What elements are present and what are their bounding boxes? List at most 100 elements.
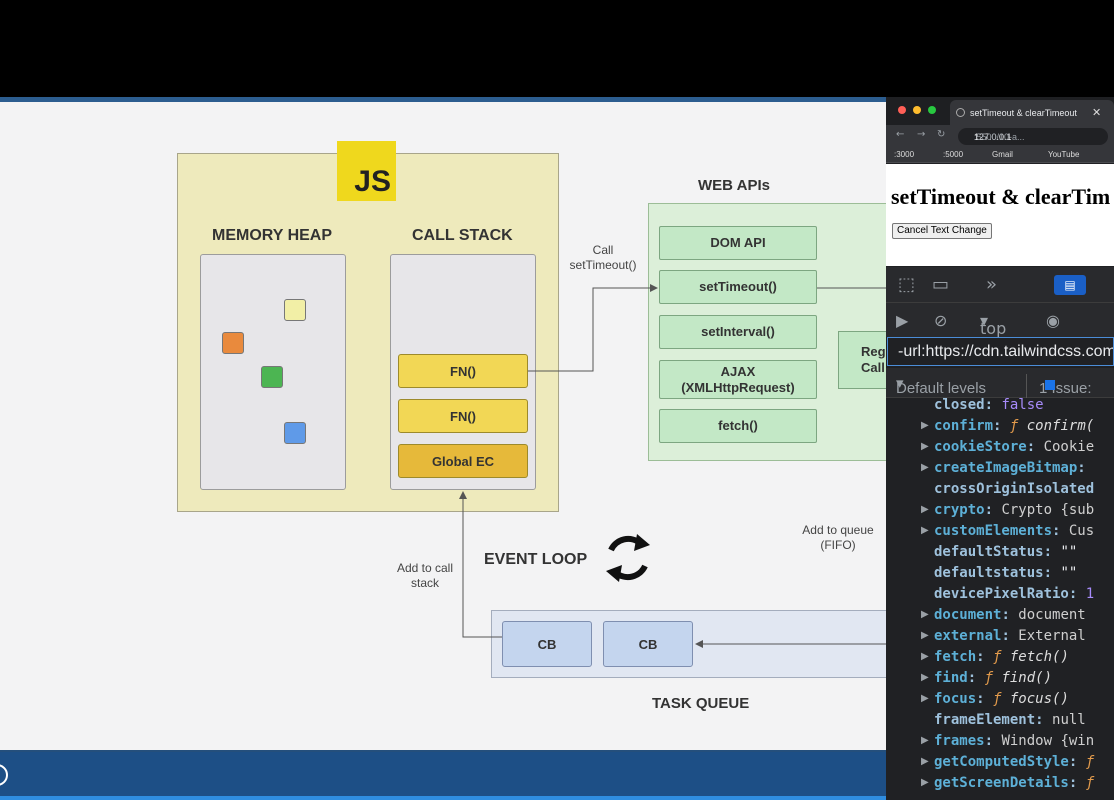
console-property-row[interactable]: ▶confirm: ƒ confirm( bbox=[921, 418, 1094, 439]
console-property-row[interactable]: ▶ focus: ƒ focus() bbox=[921, 691, 1069, 712]
property-key: frames bbox=[934, 733, 985, 749]
property-key: find bbox=[934, 670, 968, 686]
expand-triangle-icon[interactable]: ▶ bbox=[921, 630, 929, 641]
property-value: ƒ bbox=[1086, 754, 1094, 770]
bookmark-gmail[interactable]: Gmail bbox=[992, 150, 1013, 159]
function-glyph: ƒ bbox=[1085, 754, 1095, 770]
close-tab-icon[interactable]: ✕ bbox=[1092, 107, 1102, 119]
property-key: devicePixelRatio bbox=[934, 586, 1069, 602]
url-host: 127.0.0.1 bbox=[974, 132, 1012, 142]
property-colon: : bbox=[984, 733, 1002, 749]
expand-triangle-icon[interactable]: ▶ bbox=[921, 504, 929, 515]
expand-triangle-icon[interactable]: ▶ bbox=[921, 420, 929, 431]
property-key: cookieStore bbox=[934, 439, 1027, 455]
property-value: ƒ fetch() bbox=[993, 649, 1069, 665]
call-settimeout-note: Call setTimeout() bbox=[569, 243, 637, 272]
expand-triangle-icon[interactable]: ▶ bbox=[921, 735, 929, 746]
browser-navbar: ← → ↻ 127.0.0.1:5500/10-a... bbox=[886, 125, 1114, 147]
device-toggle-icon[interactable]: ▭ bbox=[932, 274, 950, 295]
property-value: document bbox=[1018, 607, 1086, 623]
expand-triangle-icon[interactable]: ▶ bbox=[921, 672, 929, 683]
property-colon: : bbox=[976, 691, 994, 707]
heap-object bbox=[222, 332, 244, 354]
console-property-row: crossOriginIsolated bbox=[934, 481, 1094, 502]
expand-triangle-icon[interactable]: ▶ bbox=[921, 462, 929, 473]
web-page: setTimeout & clearTim Cancel Text Change bbox=[886, 164, 1114, 266]
inspect-icon[interactable]: ⬚ bbox=[898, 274, 916, 295]
console-property-row[interactable]: ▶ document: document bbox=[921, 607, 1086, 628]
console-property-row[interactable]: ▶frames: Window {win bbox=[921, 733, 1094, 754]
minimize-dot-icon[interactable] bbox=[913, 106, 921, 114]
expand-triangle-icon[interactable]: ▶ bbox=[921, 756, 929, 767]
console-property-row[interactable]: ▶crypto: Crypto {sub bbox=[921, 502, 1094, 523]
property-colon: : bbox=[1035, 712, 1053, 728]
sidebar-toggle-icon[interactable]: ▶ bbox=[896, 311, 909, 330]
property-key: focus bbox=[934, 691, 977, 707]
queue-callback: CB bbox=[502, 621, 592, 667]
console-property-row[interactable]: ▶cookieStore: Cookie bbox=[921, 439, 1095, 460]
property-value: ƒ find() bbox=[984, 670, 1053, 686]
expand-triangle-icon[interactable]: ▶ bbox=[921, 441, 929, 452]
bookmark-youtube[interactable]: YouTube bbox=[1048, 150, 1080, 159]
bookmark-5000[interactable]: :5000 bbox=[943, 150, 964, 159]
property-value: null bbox=[1052, 712, 1086, 728]
globe-icon bbox=[956, 108, 965, 117]
registered-callback-box: Reg Call bbox=[838, 331, 888, 389]
reload-icon[interactable]: ↻ bbox=[937, 129, 946, 140]
property-colon: : bbox=[1043, 544, 1061, 560]
maximize-dot-icon[interactable] bbox=[928, 106, 936, 114]
browser-tab[interactable]: setTimeout & clearTimeout ✕ bbox=[950, 100, 1114, 125]
property-colon: : bbox=[967, 670, 985, 686]
heap-object bbox=[261, 366, 283, 388]
arrow-add-to-call-stack bbox=[459, 491, 502, 638]
console-property-row[interactable]: ▶getScreenDetails: ƒ bbox=[921, 775, 1094, 796]
console-property-row[interactable]: ▶ external: External bbox=[921, 628, 1086, 649]
property-colon: : bbox=[1001, 628, 1019, 644]
property-key: frameElement bbox=[934, 712, 1036, 728]
property-key: external bbox=[934, 628, 1002, 644]
issues-button[interactable]: 1 Issue: bbox=[1026, 374, 1092, 398]
more-tabs-icon[interactable]: » bbox=[986, 274, 998, 295]
bookmarks-bar: :3000 :5000 Gmail YouTube bbox=[886, 147, 1114, 163]
console-property-row[interactable]: ▶getComputedStyle: ƒ bbox=[921, 754, 1094, 775]
property-colon: : bbox=[1068, 586, 1086, 602]
console-property-row[interactable]: ▶createImageBitmap: bbox=[921, 460, 1086, 481]
expand-triangle-icon[interactable]: ▶ bbox=[921, 651, 929, 662]
expand-triangle-icon[interactable]: ▶ bbox=[921, 525, 929, 536]
expand-triangle-icon[interactable]: ▶ bbox=[921, 693, 929, 704]
property-value: "" bbox=[1060, 544, 1078, 560]
address-bar[interactable]: 127.0.0.1:5500/10-a... bbox=[958, 128, 1108, 145]
property-colon: : bbox=[1001, 607, 1019, 623]
console-property-row[interactable]: ▶ find: ƒ find() bbox=[921, 670, 1053, 691]
api-dom: DOM API bbox=[659, 226, 817, 260]
chat-icon[interactable]: ▤ bbox=[1054, 275, 1086, 295]
property-key: confirm bbox=[934, 418, 994, 434]
console-property-row[interactable]: ▶customElements: Cus bbox=[921, 523, 1094, 544]
call-stack-title: CALL STACK bbox=[412, 227, 513, 244]
console-property-list: closed: false▶confirm: ƒ confirm(▶cookie… bbox=[886, 397, 1114, 800]
eye-icon[interactable]: ◉ bbox=[1046, 311, 1060, 330]
context-select[interactable]: top ▾ bbox=[980, 311, 1007, 338]
api-ajax: AJAX (XMLHttpRequest) bbox=[659, 360, 817, 399]
circle-icon[interactable] bbox=[0, 764, 8, 786]
expand-triangle-icon[interactable]: ▶ bbox=[921, 777, 929, 788]
back-icon[interactable]: ← bbox=[896, 129, 905, 140]
levels-dropdown[interactable]: Default levels ▾ bbox=[896, 375, 987, 397]
diagram-arrows bbox=[459, 284, 888, 648]
property-key: document bbox=[934, 607, 1002, 623]
property-value: Cookie bbox=[1043, 439, 1095, 455]
property-value: External bbox=[1018, 628, 1086, 644]
console-property-row[interactable]: ▶fetch: ƒ fetch() bbox=[921, 649, 1069, 670]
close-dot-icon[interactable] bbox=[898, 106, 906, 114]
heap-object bbox=[284, 422, 306, 444]
bookmark-3000[interactable]: :3000 bbox=[894, 150, 915, 159]
console-property-row: devicePixelRatio: 1 bbox=[934, 586, 1094, 607]
cancel-text-change-button[interactable]: Cancel Text Change bbox=[892, 223, 992, 239]
console-filter-input[interactable]: -url:https://cdn.tailwindcss.com bbox=[887, 337, 1114, 366]
expand-triangle-icon[interactable]: ▶ bbox=[921, 609, 929, 620]
property-value: ƒ focus() bbox=[993, 691, 1069, 707]
property-key: getComputedStyle bbox=[934, 754, 1069, 770]
clear-console-icon[interactable]: ⊘ bbox=[934, 311, 948, 330]
forward-icon[interactable]: → bbox=[917, 129, 926, 140]
url-path: :5500/10-a... bbox=[974, 132, 1025, 142]
